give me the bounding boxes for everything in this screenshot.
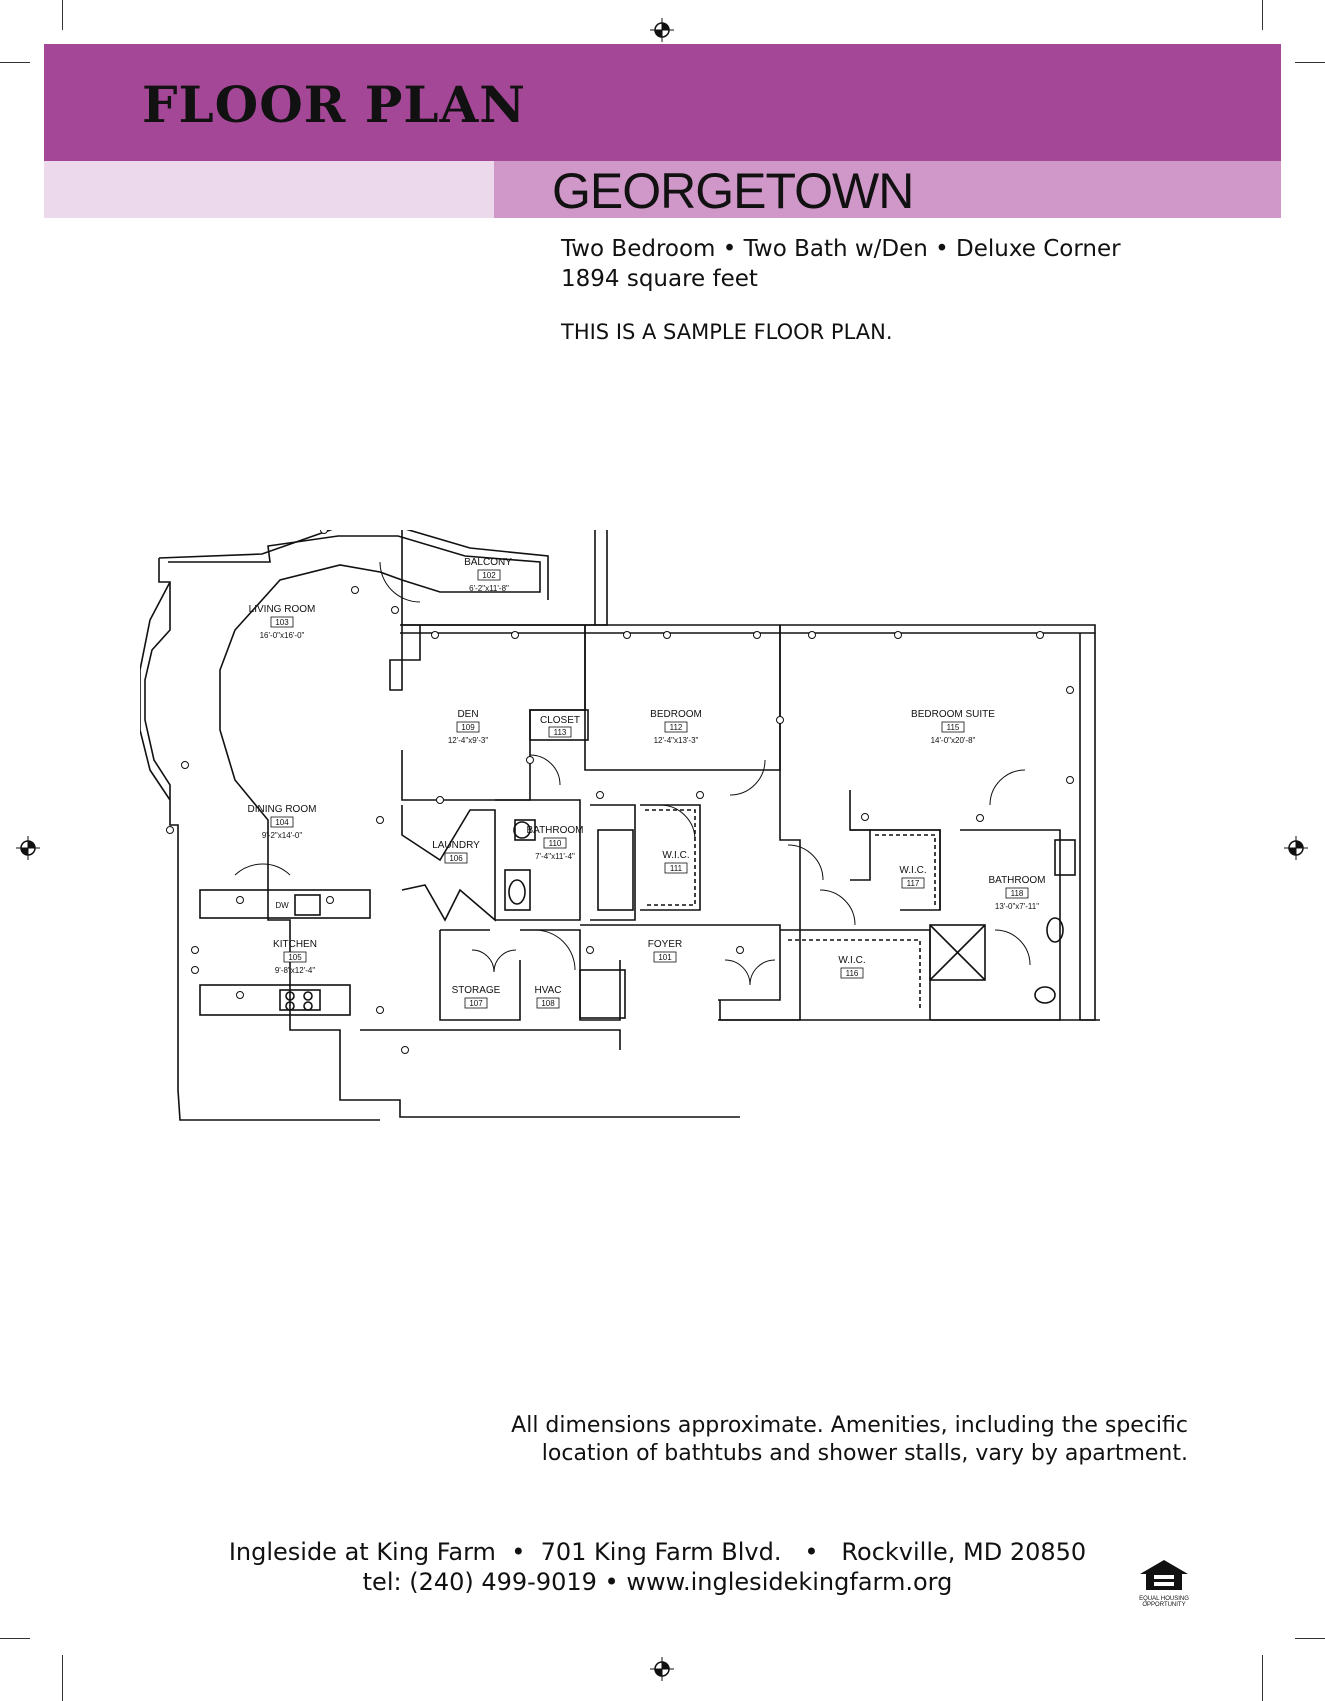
crop-mark: [1262, 1655, 1263, 1701]
header-band: [44, 44, 1281, 161]
room-name-den: DEN: [457, 709, 478, 720]
equal-housing-text: EQUAL HOUSING: [1139, 1596, 1189, 1602]
room-number-foyer: 101: [658, 953, 672, 962]
room-name-storage: STORAGE: [452, 985, 501, 996]
room-dims-kitchen: 9'-8"x12'-4": [275, 966, 315, 975]
room-number-den: 109: [461, 723, 475, 732]
wall-outline: [140, 581, 171, 801]
room-name-foyer: FOYER: [648, 939, 682, 950]
room-name-bath2: BATHROOM: [988, 875, 1045, 886]
sample-notice: THIS IS A SAMPLE FLOOR PLAN.: [561, 320, 893, 344]
opportunity-text: OPPORTUNITY: [1142, 1602, 1186, 1608]
equal-housing-logo: EQUAL HOUSING OPPORTUNITY: [1138, 1558, 1190, 1608]
plan-name: GEORGETOWN: [552, 163, 914, 219]
room-name-laundry: LAUNDRY: [432, 840, 480, 851]
room-dims-bath1: 7'-4"x11'-4": [535, 852, 575, 861]
wall-outline: [158, 530, 549, 600]
disclaimer-line-2: location of bathtubs and shower stalls, …: [541, 1441, 1188, 1466]
footer-contact: tel: (240) 499-9019 • www.inglesidekingf…: [362, 1568, 953, 1596]
registration-mark-icon: [16, 836, 40, 860]
registration-mark-icon: [650, 1657, 674, 1681]
room-dims-living: 16'-0"x16'-0": [260, 631, 305, 640]
subheader-band: [494, 161, 1281, 218]
room-name-suite: BEDROOM SUITE: [911, 709, 995, 720]
subheader-band-light: [44, 161, 494, 218]
room-number-living: 103: [275, 618, 289, 627]
registration-mark-icon: [1284, 836, 1308, 860]
room-name-bath1: BATHROOM: [526, 825, 583, 836]
plan-description: Two Bedroom • Two Bath w/Den • Deluxe Co…: [561, 236, 1121, 262]
room-dims-bedroom: 12'-4"x13'-3": [654, 736, 699, 745]
footer-address: Ingleside at King Farm • 701 King Farm B…: [228, 1538, 1087, 1566]
wall-outline: [400, 624, 1096, 634]
room-name-hvac: HVAC: [534, 985, 561, 996]
room-name-wic111: W.I.C.: [662, 850, 689, 861]
equal-housing-house-icon: [1140, 1560, 1188, 1590]
crop-mark: [1295, 1638, 1325, 1639]
dishwasher-label: DW: [275, 901, 289, 910]
square-footage: 1894 square feet: [561, 266, 758, 292]
room-dims-dining: 9'-2"x14'-0": [262, 831, 302, 840]
room-number-wic111: 111: [670, 864, 683, 873]
room-number-suite: 115: [947, 723, 960, 732]
room-name-living: LIVING ROOM: [249, 604, 316, 615]
room-number-bath1: 110: [549, 839, 562, 848]
crop-mark: [1295, 62, 1325, 63]
crop-mark: [0, 1638, 30, 1639]
crop-mark: [62, 1655, 63, 1701]
room-number-hvac: 108: [541, 999, 555, 1008]
disclaimer-line-1: All dimensions approximate. Amenities, i…: [511, 1413, 1188, 1438]
room-number-bath2: 118: [1011, 889, 1024, 898]
room-name-wic116: W.I.C.: [838, 955, 865, 966]
room-name-dining: DINING ROOM: [248, 804, 317, 815]
room-name-kitchen: KITCHEN: [273, 939, 317, 950]
room-number-wic116: 116: [846, 969, 859, 978]
room-name-closet: CLOSET: [540, 715, 580, 726]
crop-mark: [0, 62, 30, 63]
room-dims-balcony: 6'-2"x11'-8": [469, 584, 509, 593]
room-name-wic117: W.I.C.: [899, 865, 926, 876]
room-dims-bath2: 13'-0"x7'-11": [995, 902, 1039, 911]
floor-plan-drawing: BALCONY 102 6'-2"x11'-8" LIVING ROOM 103…: [140, 530, 1100, 1121]
room-number-closet: 113: [554, 728, 567, 737]
room-number-balcony: 102: [482, 571, 496, 580]
room-name-bedroom: BEDROOM: [650, 709, 702, 720]
room-number-laundry: 106: [449, 854, 463, 863]
room-dims-den: 12'-4"x9'-3": [448, 736, 488, 745]
registration-mark-icon: [650, 18, 674, 42]
room-name-balcony: BALCONY: [464, 557, 512, 568]
room-dims-suite: 14'-0"x20'-8": [931, 736, 976, 745]
page-title: FLOOR PLAN: [142, 75, 526, 134]
room-number-storage: 107: [469, 999, 483, 1008]
balcony-outline: [401, 530, 608, 626]
wall-outline: [1079, 633, 1096, 1021]
room-number-kitchen: 105: [288, 953, 302, 962]
room-number-bedroom: 112: [670, 723, 683, 732]
crop-mark: [62, 0, 63, 30]
crop-mark: [1262, 0, 1263, 30]
wall-outline: [168, 535, 740, 1118]
room-number-wic117: 117: [907, 879, 920, 888]
room-number-dining: 104: [275, 818, 289, 827]
wall-outline: [144, 558, 380, 1121]
